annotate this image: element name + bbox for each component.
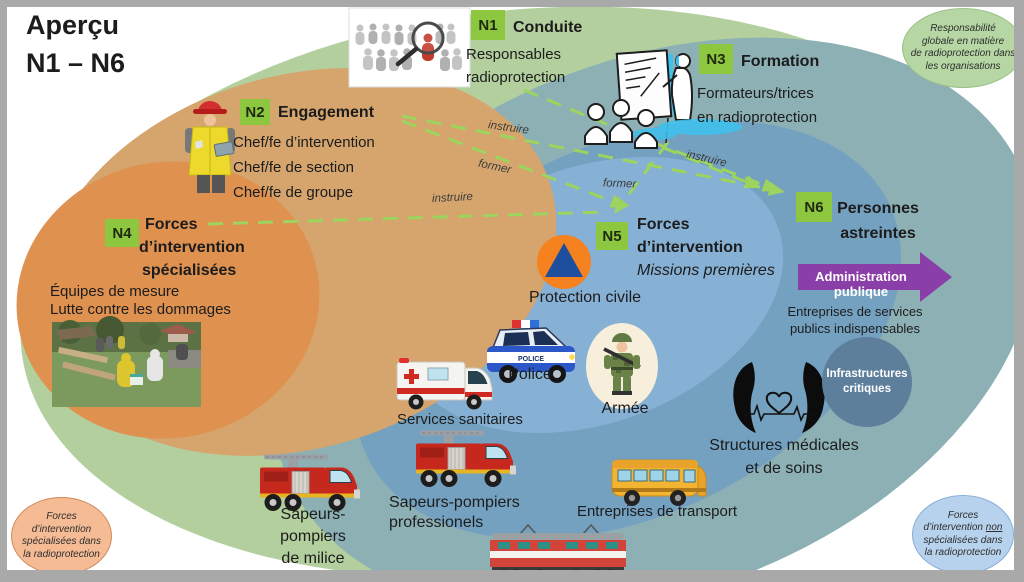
level-n6-name-line1: Personnes: [837, 200, 919, 217]
responsibility-bubble: Responsabilité globale en matière de rad…: [902, 8, 1024, 88]
level-n2-line3: Chef/fe de groupe: [233, 184, 354, 201]
level-n4-line1: Équipes de mesure: [50, 283, 180, 300]
level-n3-name: Formation: [741, 53, 820, 70]
responsibility-bubble-line2: globale en matière: [921, 35, 1005, 47]
level-n3-line1: Formateurs/trices: [697, 85, 814, 102]
arrow-label-former-2: former: [602, 177, 637, 191]
frame-left: [0, 0, 7, 582]
police-label: Police: [508, 366, 552, 383]
ambulance-icon: [396, 358, 493, 410]
school-bus-icon: [611, 459, 707, 506]
administration-arrow-label: Administration publique: [815, 269, 907, 299]
non-specialised-forces-bubble-line2: d’intervention non: [923, 522, 1003, 533]
medical-label-line1: Structures médicales: [709, 437, 859, 454]
level-n1-name: Conduite: [513, 19, 583, 36]
level-n4-name-line1: Forces: [145, 216, 198, 233]
infra-label-line1: Infrastructures: [826, 368, 908, 380]
level-n1-line1: Responsables: [466, 46, 562, 63]
level-n4-line2: Lutte contre les dommages: [50, 301, 231, 318]
critical-infrastructure-circle: Infrastructures critiques: [822, 337, 912, 427]
page-title-line2: N1 – N6: [26, 48, 126, 78]
level-n5-name-line2: d’intervention: [637, 239, 743, 256]
non-specialised-forces-bubble-line1: Forces: [947, 509, 979, 521]
medical-hands-heart-icon: [733, 362, 825, 433]
specialised-forces-bubble: Forces d’intervention spécialisées dans …: [11, 497, 112, 575]
arrow-label-instruire-2: instruire: [431, 190, 474, 206]
non-specialised-forces-bubble: Forces d’intervention non spécialisées d…: [912, 495, 1014, 574]
police-car-icon: POLICE: [487, 320, 575, 383]
level-n5-subtitle: Missions premières: [637, 262, 775, 279]
services-sanitaires-label: Services sanitaires: [397, 411, 523, 428]
non-specialised-forces-bubble-line3: spécialisées dans: [923, 534, 1003, 546]
administration-arrow: [798, 252, 952, 302]
police-car-text: POLICE: [518, 356, 544, 363]
level-n5-badge: N5: [596, 222, 628, 250]
soldier-icon: [586, 323, 658, 409]
level-n2-name: Engagement: [278, 104, 375, 121]
services-publics-label-line2: publics indispensables: [789, 321, 921, 336]
medical-label-line2: et de soins: [745, 460, 823, 477]
responsibility-bubble-line4: les organisations: [925, 60, 1001, 72]
services-publics-label-line1: Entreprises de services: [787, 304, 923, 319]
specialised-forces-bubble-line4: la radioprotection: [23, 548, 100, 560]
level-n3-badge: N3: [699, 44, 733, 74]
crowd-magnifier-image: [348, 7, 471, 88]
protection-civile-label: Protection civile: [528, 289, 642, 306]
hazmat-team-photo: [52, 316, 201, 407]
trainer-flipchart-icon: [584, 49, 742, 149]
incident-commander-icon: [185, 101, 235, 193]
level-n4-badge: N4: [105, 219, 139, 247]
level-n1-badge: N1: [471, 10, 505, 40]
magnifier-icon: [395, 21, 445, 67]
frame-top: [0, 0, 1024, 7]
specialised-forces-bubble-line3: spécialisées dans: [22, 536, 101, 547]
responsibility-bubble-line1: Responsabilité: [930, 23, 996, 34]
level-n3-line2: en radioprotection: [697, 109, 818, 126]
specialised-forces-bubble-line2: d’intervention: [31, 523, 92, 535]
sapeurs-milice-label-line2: pompiers: [280, 528, 346, 545]
specialised-forces-bubble-line1: Forces: [46, 511, 77, 522]
frame-right: [1014, 0, 1024, 582]
level-n4-name-line3: spécialisées: [142, 262, 237, 279]
level-n4-name-line2: d’intervention: [139, 239, 245, 256]
level-n2-badge: N2: [240, 99, 270, 125]
civil-defence-icon: [537, 235, 591, 289]
armee-label: Armée: [601, 400, 649, 417]
page-title-line1: Aperçu: [26, 10, 120, 40]
sapeurs-pro-label-line2: professionels: [389, 514, 484, 531]
transport-label: Entreprises de transport: [576, 503, 738, 520]
frame-bottom: [0, 570, 1024, 582]
level-n6-badge: N6: [796, 192, 832, 222]
level-n2-line1: Chef/fe d’intervention: [233, 134, 375, 151]
level-n2-line2: Chef/fe de section: [233, 159, 354, 176]
level-n1-line2: radioprotection: [466, 69, 566, 86]
infra-label-line2: critiques: [843, 383, 891, 395]
sapeurs-milice-label-line3: de milice: [281, 550, 345, 567]
level-n5-name-line1: Forces: [637, 216, 690, 233]
responsibility-bubble-line3: de radioprotection dans: [910, 48, 1016, 59]
level-n6-name-line2: astreintes: [840, 225, 916, 242]
non-specialised-forces-bubble-line4: la radioprotection: [924, 547, 1002, 558]
sapeurs-pro-label-line1: Sapeurs-pompiers: [389, 494, 520, 511]
sapeurs-milice-label-line1: Sapeurs-: [280, 506, 346, 523]
